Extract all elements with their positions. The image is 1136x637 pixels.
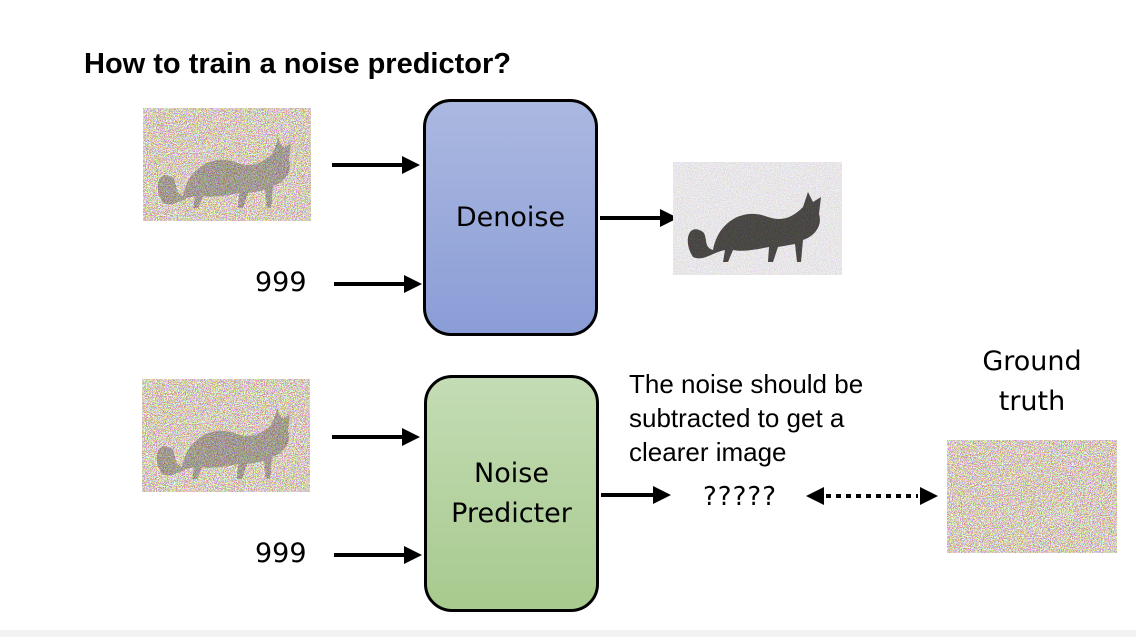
noise-note: The noise should be subtracted to get a … — [629, 367, 863, 469]
compare-double-arrow — [806, 487, 938, 505]
arrow-predicter-to-output — [601, 486, 671, 504]
arrow-image-to-predicter — [332, 428, 420, 446]
noise-predicter-label-line1: Noise — [474, 457, 549, 489]
predicted-noise-placeholder: ????? — [703, 482, 777, 512]
arrow-image-to-denoise — [332, 156, 420, 174]
denoise-block: Denoise — [423, 99, 598, 336]
denoise-block-label: Denoise — [455, 201, 566, 233]
noise-predicter-label-line2: Predicter — [451, 497, 572, 529]
arrow-step-to-denoise — [334, 275, 422, 293]
slide-bottom-edge — [0, 630, 1136, 637]
noise-note-line3: clearer image — [629, 437, 787, 467]
arrow-step-to-predicter — [334, 546, 422, 564]
noisy-cat-input-image-2 — [142, 379, 310, 492]
step-number-top: 999 — [255, 267, 307, 298]
noisy-cat-input-image — [143, 108, 311, 221]
noise-note-line2: subtracted to get a — [629, 403, 845, 433]
slide-title: How to train a noise predictor? — [84, 48, 511, 80]
noise-note-line1: The noise should be — [629, 369, 864, 399]
step-number-bottom: 999 — [255, 538, 307, 569]
denoised-cat-output-image — [673, 162, 842, 275]
arrow-denoise-to-output — [600, 209, 678, 227]
ground-truth-label-line1: Ground — [982, 346, 1082, 377]
ground-truth-noise-image — [947, 440, 1117, 553]
ground-truth-label: Ground truth — [968, 342, 1096, 422]
noise-predicter-block: Noise Predicter — [424, 375, 599, 612]
ground-truth-label-line2: truth — [998, 386, 1066, 417]
